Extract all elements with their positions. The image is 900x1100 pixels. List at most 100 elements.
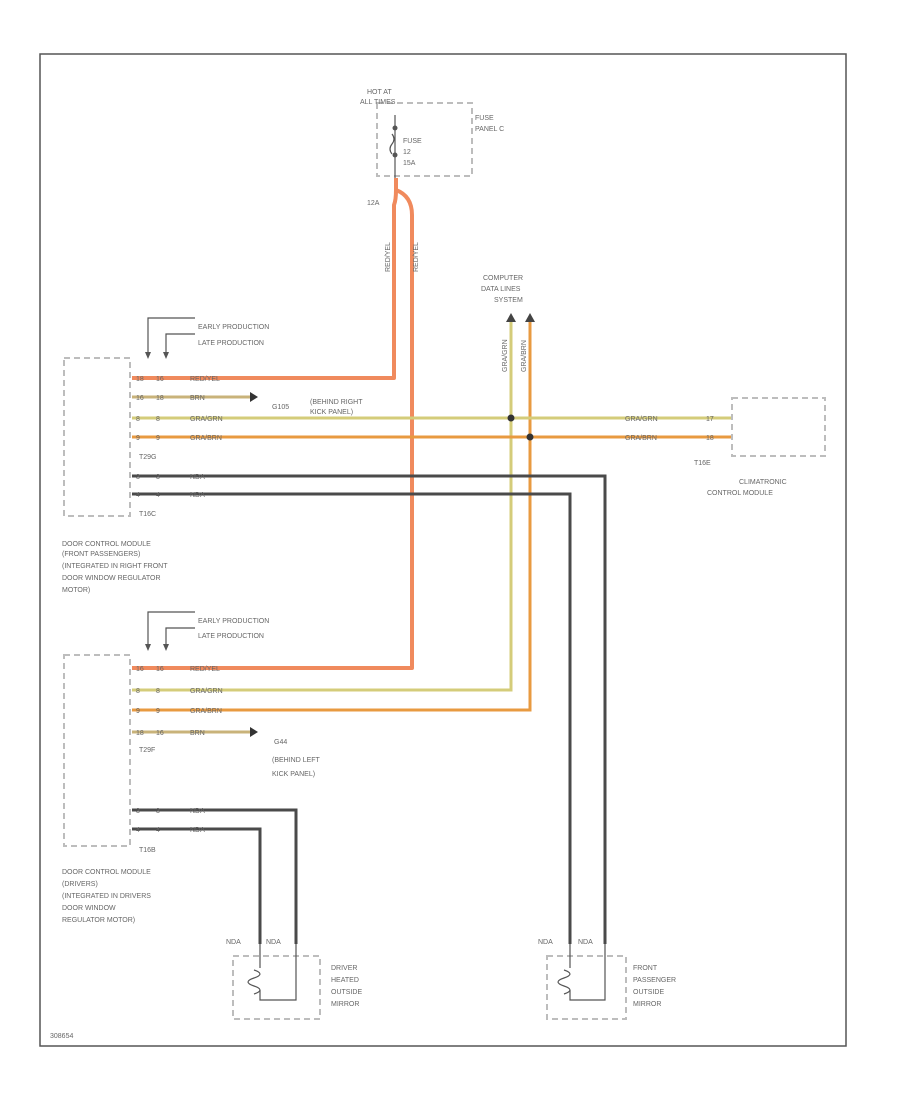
m1-code-brn: BRN (190, 395, 205, 402)
computer-label-2: DATA LINES (481, 286, 521, 293)
driver-module-line-4: DOOR WINDOW (62, 905, 116, 912)
passenger-mirror-code-2: NDA (578, 939, 593, 946)
ground-left-loc-1: (BEHIND LEFT (272, 757, 321, 764)
connector-t16e: T16E (694, 460, 711, 467)
passenger-mirror-label-2: PASSENGER (633, 977, 676, 984)
driver-module: EARLY PRODUCTION LATE PRODUCTION G44 (BE… (62, 611, 321, 944)
m2-pin-1a: 16 (136, 666, 144, 673)
front-module-pins: 18 16 16 18 8 8 9 9 3 3 4 4 (136, 376, 164, 499)
m1-pin-4b: 9 (156, 435, 160, 442)
passenger-mirror-label-4: MIRROR (633, 1001, 661, 1008)
m2-pin-4b: 16 (156, 730, 164, 737)
driver-mirror-label-3: OUTSIDE (331, 989, 362, 996)
front-module-line-3: (INTEGRATED IN RIGHT FRONT (62, 563, 168, 570)
front-module-line-2: (FRONT PASSENGERS) (62, 551, 140, 558)
m1-pin-5a: 3 (136, 474, 140, 481)
front-module-line-5: MOTOR) (62, 587, 90, 594)
driver-module-line-1: DOOR CONTROL MODULE (62, 869, 151, 876)
clim-code-gra-brn: GRA/BRN (625, 435, 657, 442)
ground-right-loc-2: KICK PANEL) (310, 409, 353, 416)
driver-mirror-label-2: HEATED (331, 977, 359, 984)
m1-pin-3a: 8 (136, 416, 140, 423)
m2-pin-6a: 4 (136, 827, 140, 834)
connector-t16c: T16C (139, 511, 156, 518)
fuse-panel: HOT AT ALL TIMES FUSE 12 15A FUSE PANEL … (360, 89, 504, 207)
climatronic-module: 17 18 T16E CLIMATRONIC CONTROL MODULE (694, 397, 826, 497)
m2-pin-1b: 16 (156, 666, 164, 673)
ground-right-code: G105 (272, 404, 289, 411)
fuse-pin-label: 12A (367, 200, 380, 207)
ground-right-loc-1: (BEHIND RIGHT (310, 399, 363, 406)
computer-label-1: COMPUTER (483, 275, 523, 282)
driver-module-line-3: (INTEGRATED IN DRIVERS (62, 893, 151, 900)
clim-pin-1: 17 (706, 416, 714, 423)
late-production-front: LATE PRODUCTION (198, 340, 264, 347)
m1-pin-3b: 8 (156, 416, 160, 423)
feed-code-1: RED/YEL (385, 242, 392, 272)
m1-code-gra-brn: GRA/BRN (190, 435, 222, 442)
m2-pin-4a: 18 (136, 730, 144, 737)
late-production-driver: LATE PRODUCTION (198, 633, 264, 640)
driver-module-line-2: (DRIVERS) (62, 881, 98, 888)
climatronic-label-1: CLIMATRONIC (739, 479, 787, 486)
passenger-mirror: NDA NDA FRONT PASSENGER OUTSIDE MIRROR (538, 939, 676, 1020)
m1-code-nda-1: NDA (190, 474, 205, 481)
early-production-front: EARLY PRODUCTION (198, 324, 269, 331)
computer-data-lines: COMPUTER DATA LINES SYSTEM GRA/GRN GRA/B… (132, 275, 535, 712)
m1-pin-2a: 16 (136, 395, 144, 402)
m2-code-gra-grn: GRA/GRN (190, 688, 223, 695)
m2-code-red-yel: RED/YEL (190, 666, 220, 673)
fuse-label-2: 12 (403, 149, 411, 156)
data-code-2: GRA/BRN (521, 340, 528, 372)
fuse-panel-label-2: PANEL C (475, 126, 504, 133)
computer-label-3: SYSTEM (494, 297, 523, 304)
ground-left-code: G44 (274, 739, 287, 746)
m2-code-nda-2: NDA (190, 827, 205, 834)
hot-label-1: HOT AT (367, 89, 392, 96)
m2-pin-3a: 9 (136, 708, 140, 715)
m2-pin-5b: 3 (156, 808, 160, 815)
front-module-line-1: DOOR CONTROL MODULE (62, 541, 151, 548)
driver-mirror-label-4: MIRROR (331, 1001, 359, 1008)
m2-code-nda-1: NDA (190, 808, 205, 815)
m1-code-nda-2: NDA (190, 492, 205, 499)
ground-left-loc-2: KICK PANEL) (272, 771, 315, 778)
clim-code-gra-grn: GRA/GRN (625, 416, 658, 423)
m2-code-gra-brn: GRA/BRN (190, 708, 222, 715)
driver-mirror-code-2: NDA (266, 939, 281, 946)
driver-module-pins: 16 16 8 8 9 9 18 16 3 3 4 4 (136, 666, 164, 834)
m1-pin-4a: 9 (136, 435, 140, 442)
diagram-frame (39, 53, 847, 1047)
driver-module-line-5: REGULATOR MOTOR) (62, 917, 135, 924)
m1-pin-1b: 16 (156, 376, 164, 383)
m1-pin-1a: 18 (136, 376, 144, 383)
m2-pin-5a: 3 (136, 808, 140, 815)
m2-pin-2a: 8 (136, 688, 140, 695)
m1-pin-2b: 18 (156, 395, 164, 402)
connector-t29f: T29F (139, 747, 155, 754)
footer-code: 308654 (50, 1033, 73, 1040)
m1-pin-5b: 3 (156, 474, 160, 481)
early-production-driver: EARLY PRODUCTION (198, 618, 269, 625)
connector-t16b: T16B (139, 847, 156, 854)
fuse-label-1: FUSE (403, 138, 422, 145)
m1-code-red-yel: RED/YEL (190, 376, 220, 383)
passenger-mirror-label-1: FRONT (633, 965, 658, 972)
fuse-label-3: 15A (403, 160, 416, 167)
m2-pin-2b: 8 (156, 688, 160, 695)
m1-code-gra-grn: GRA/GRN (190, 416, 223, 423)
passenger-mirror-code-1: NDA (538, 939, 553, 946)
front-passenger-module: EARLY PRODUCTION LATE PRODUCTION G105 (B… (62, 317, 732, 944)
fuse-panel-label-1: FUSE (475, 115, 494, 122)
clim-pin-2: 18 (706, 435, 714, 442)
m1-pin-6b: 4 (156, 492, 160, 499)
driver-mirror-label-1: DRIVER (331, 965, 357, 972)
m2-pin-3b: 9 (156, 708, 160, 715)
wire-red-yel-feed: RED/YEL RED/YEL (132, 178, 420, 670)
m2-code-brn: BRN (190, 730, 205, 737)
climatronic-label-2: CONTROL MODULE (707, 490, 773, 497)
driver-mirror-code-1: NDA (226, 939, 241, 946)
front-module-line-4: DOOR WINDOW REGULATOR (62, 575, 161, 582)
feed-code-2: RED/YEL (413, 242, 420, 272)
